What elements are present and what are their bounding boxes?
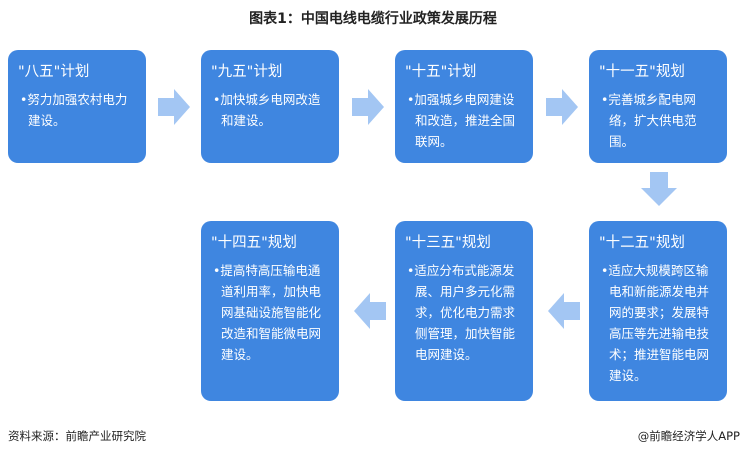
stage-9th-five-year: "九五"计划 •加快城乡电网改造和建设。 bbox=[201, 50, 339, 163]
stage-12th-five-year: "十二五"规划 •适应大规模跨区输电和新能源发电并网的要求；发展特高压等先进输电技… bbox=[589, 221, 727, 401]
credit-note: @前瞻经济学人APP bbox=[637, 429, 740, 443]
stage-text: •适应大规模跨区输电和新能源发电并网的要求；发展特高压等先进输电技术；推进智能电… bbox=[601, 263, 710, 383]
stage-text: •适应分布式能源发展、用户多元化需求，优化电力需求侧管理，加快智能电网建设。 bbox=[407, 263, 516, 362]
stage-10th-five-year: "十五"计划 •加强城乡电网建设和改造，推进全国联网。 bbox=[395, 50, 533, 163]
stage-14th-five-year: "十四五"规划 •提高特高压输电通道利用率，加快电网基础设施智能化改造和智能微电网… bbox=[201, 221, 339, 401]
stage-8th-five-year: "八五"计划 •努力加强农村电力建设。 bbox=[8, 50, 146, 163]
stage-title: "十一五"规划 bbox=[599, 64, 685, 80]
stage-text: •加快城乡电网改造和建设。 bbox=[213, 92, 321, 128]
stage-text: •努力加强农村电力建设。 bbox=[20, 92, 128, 128]
source-note: 资料来源：前瞻产业研究院 bbox=[8, 429, 146, 443]
arrow-right-icon bbox=[352, 89, 384, 125]
stage-title: "十二五"规划 bbox=[599, 235, 685, 251]
stage-11th-five-year: "十一五"规划 •完善城乡配电网络，扩大供电范围。 bbox=[589, 50, 727, 163]
stage-title: "九五"计划 bbox=[211, 64, 283, 80]
stage-title: "八五"计划 bbox=[18, 64, 90, 80]
arrow-left-icon bbox=[548, 293, 580, 329]
stage-text: •完善城乡配电网络，扩大供电范围。 bbox=[601, 92, 697, 149]
stage-title: "十三五"规划 bbox=[405, 235, 491, 251]
arrow-left-icon bbox=[354, 293, 386, 329]
arrow-right-icon bbox=[158, 89, 190, 125]
chart-title: 图表1：中国电线电缆行业政策发展历程 bbox=[249, 11, 497, 27]
stage-title: "十四五"规划 bbox=[211, 235, 297, 251]
stage-text: •提高特高压输电通道利用率，加快电网基础设施智能化改造和智能微电网建设。 bbox=[213, 263, 322, 362]
arrow-down-icon bbox=[641, 172, 677, 206]
stage-title: "十五"计划 bbox=[405, 64, 477, 80]
arrow-right-icon bbox=[546, 89, 578, 125]
stage-text: •加强城乡电网建设和改造，推进全国联网。 bbox=[407, 92, 516, 149]
stage-13th-five-year: "十三五"规划 •适应分布式能源发展、用户多元化需求，优化电力需求侧管理，加快智能… bbox=[395, 221, 533, 401]
